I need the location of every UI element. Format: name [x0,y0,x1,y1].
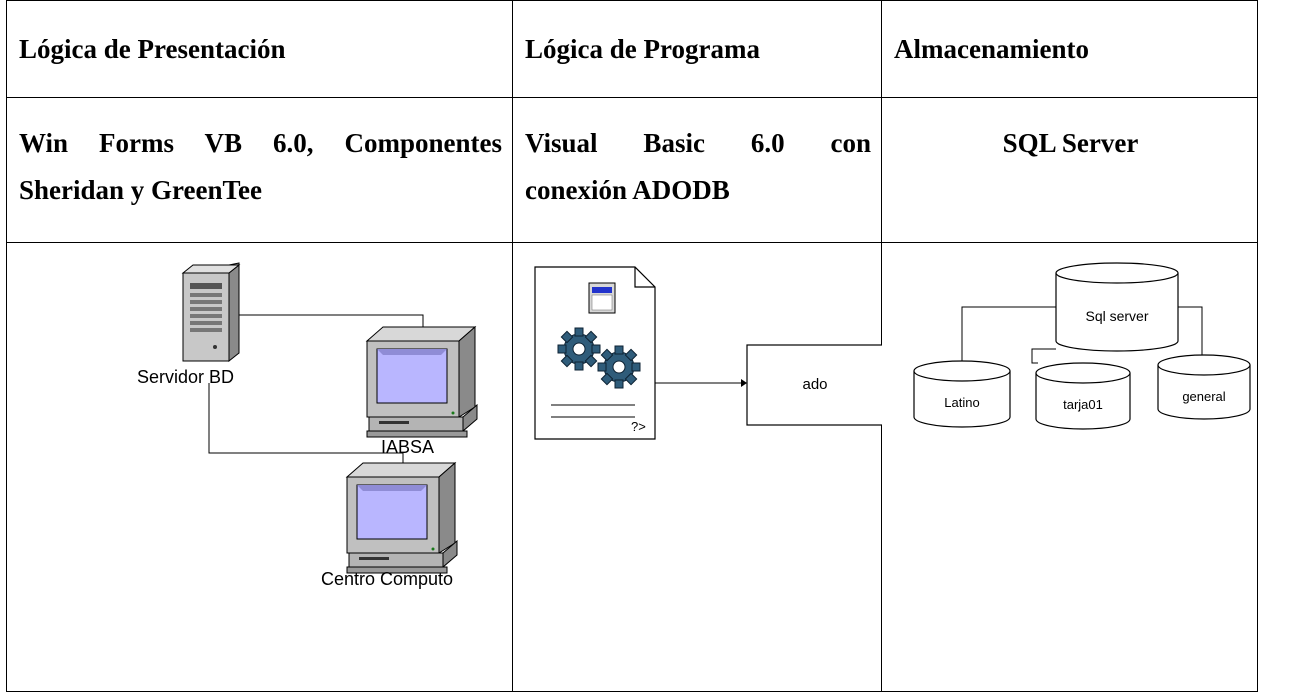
header-presentation: Lógica de Presentación [19,34,286,64]
iabsa-label: IABSA [381,437,434,457]
db-label-tarja01: tarja01 [1063,397,1103,412]
header-storage-cell: Almacenamiento [881,0,1258,98]
file-footer-text: ?> [631,419,646,434]
program-diagram-cell: ?> ado [512,242,882,692]
db-icon-tarja01 [1035,362,1131,430]
tech-program-cell: Visual Basic 6.0 con conexión ADODB [512,97,882,243]
presentation-network-diagram: Servidor BD IABSA [137,262,478,589]
server-to-iabsa-line [239,314,424,331]
tech-storage: SQL Server [1002,128,1139,158]
computer-icon-centro [345,461,458,574]
root-to-tarja-line [1031,348,1056,364]
ado-box [746,344,882,426]
database-diagram: Sql server Latino tarja01 [913,262,1251,430]
server-to-centro-line [208,383,404,467]
architecture-table: Lógica de Presentación Lógica de Program… [6,0,1258,692]
technology-row: Win Forms VB 6.0, Componentes Sheridan y… [6,97,1258,243]
program-flow-diagram: ?> ado [534,266,882,440]
db-label-general: general [1182,389,1225,404]
server-icon [181,262,241,363]
tech-program-line1: Visual Basic 6.0 con [525,128,871,158]
db-icon-general [1157,354,1251,420]
root-to-general-line [1178,306,1203,355]
presentation-diagram-cell: Servidor BD IABSA [6,242,513,692]
tech-storage-cell: SQL Server [881,97,1258,243]
root-to-latino-line [961,306,1056,361]
server-label: Servidor BD [137,367,234,387]
db-label-latino: Latino [944,395,979,410]
ado-arrowhead [741,379,747,387]
gears-icon [557,327,641,389]
centro-computo-label: Centro Computo [321,569,453,589]
diagram-row: Servidor BD IABSA [6,242,1258,692]
db-label-sql-server: Sql server [1085,308,1148,324]
tech-presentation-line1: Win Forms VB 6.0, Componentes [19,128,502,158]
tech-presentation-line2: Sheridan y GreenTee [19,175,263,205]
window-icon [588,282,616,314]
header-storage: Almacenamiento [894,34,1089,64]
tech-presentation-cell: Win Forms VB 6.0, Componentes Sheridan y… [6,97,513,243]
computer-icon-iabsa [365,325,478,438]
header-program-cell: Lógica de Programa [512,0,882,98]
storage-diagram-cell: Sql server Latino tarja01 [881,242,1258,692]
header-row: Lógica de Presentación Lógica de Program… [6,0,1258,98]
db-icon-latino [913,360,1011,428]
header-program: Lógica de Programa [525,34,760,64]
ado-label: ado [802,376,827,393]
header-presentation-cell: Lógica de Presentación [6,0,513,98]
db-icon-sql-server [1055,262,1179,352]
tech-program-line2: conexión ADODB [525,175,730,205]
